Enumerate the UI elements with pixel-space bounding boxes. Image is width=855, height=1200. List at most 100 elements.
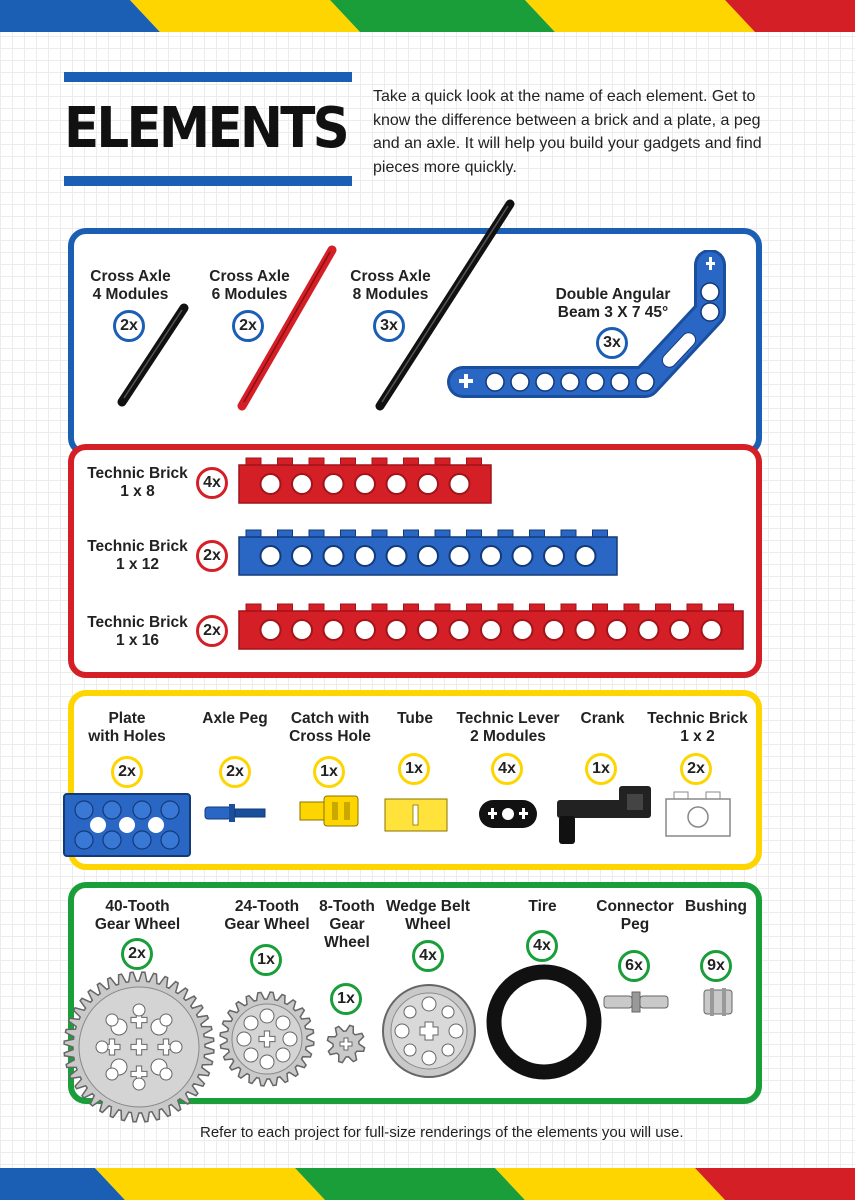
bushing-icon <box>703 988 733 1016</box>
brick-1x16-count: 2x <box>196 615 228 647</box>
lever-icon <box>479 800 537 828</box>
brick-hole <box>322 545 345 567</box>
bottom-color-band <box>0 1168 855 1200</box>
catch-label: Catch with Cross Hole <box>289 710 371 745</box>
axle-6-count: 2x <box>232 310 264 342</box>
plate-with-holes-icon <box>63 793 191 857</box>
brick-1x2-count: 2x <box>680 753 712 785</box>
gear-8-label: 8-Tooth Gear Wheel <box>319 898 375 951</box>
brick-hole <box>417 545 439 567</box>
brick-1x2-label: Technic Brick 1 x 2 <box>647 710 748 745</box>
brick-hole <box>669 619 691 641</box>
gear-24-label: 24-Tooth Gear Wheel <box>224 898 310 933</box>
brick-hole <box>480 619 502 641</box>
axle-peg-count: 2x <box>219 756 251 788</box>
technic-brick-1x8-icon <box>238 457 492 504</box>
lever-label: Technic Lever 2 Modules <box>456 710 560 745</box>
axle-4-label: Cross Axle 4 Modules <box>90 268 171 303</box>
tire-count: 4x <box>526 930 558 962</box>
brick-hole <box>385 545 408 567</box>
brick-hole <box>511 545 534 567</box>
brick-hole <box>700 619 723 641</box>
brick-1x2-icon <box>665 791 731 837</box>
axle-peg-label: Axle Peg <box>202 710 268 727</box>
brick-hole <box>291 619 313 641</box>
brick-hole <box>259 545 282 567</box>
brick-hole <box>448 473 471 495</box>
brick-hole <box>291 545 313 567</box>
title-rule-bottom <box>64 176 352 186</box>
brick-hole <box>417 619 439 641</box>
axle-8-count: 3x <box>373 310 405 342</box>
brick-hole <box>574 545 597 567</box>
crank-icon <box>557 786 651 844</box>
tire-label: Tire <box>528 898 557 915</box>
gear-8-count: 1x <box>330 983 362 1015</box>
wedge-belt-wheel-label: Wedge Belt Wheel <box>385 898 471 933</box>
brick-hole <box>511 619 534 641</box>
tube-label: Tube <box>397 710 433 727</box>
axle-peg-icon <box>204 804 266 822</box>
angular-beam-count: 3x <box>596 327 628 359</box>
brick-1x8-count: 4x <box>196 467 228 499</box>
bushing-label: Bushing <box>685 898 747 915</box>
crank-label: Crank <box>580 710 625 727</box>
technic-brick-1x12-icon <box>238 529 618 576</box>
brick-hole <box>259 619 282 641</box>
tire-icon <box>486 964 602 1080</box>
tube-count: 1x <box>398 753 430 785</box>
axle-4-count: 2x <box>113 310 145 342</box>
wedge-belt-wheel-icon <box>382 984 476 1078</box>
brick-hole <box>543 545 565 567</box>
brick-hole <box>354 619 376 641</box>
brick-hole <box>606 619 628 641</box>
title-rule-top <box>64 72 352 82</box>
gear-40-label: 40-Tooth Gear Wheel <box>94 898 181 933</box>
brick-hole <box>354 545 376 567</box>
brick-1x8-label: Technic Brick 1 x 8 <box>87 465 188 500</box>
black-axle-icon <box>117 303 189 407</box>
plate-label: Plate with Holes <box>88 710 166 745</box>
brick-hole <box>322 473 345 495</box>
gear-24-count: 1x <box>250 944 282 976</box>
connector-peg-count: 6x <box>618 950 650 982</box>
brick-1x16-label: Technic Brick 1 x 16 <box>87 614 188 649</box>
axle-8-label: Cross Axle 8 Modules <box>350 268 431 303</box>
brick-hole <box>385 473 408 495</box>
brick-hole <box>637 619 660 641</box>
brick-1x12-label: Technic Brick 1 x 12 <box>87 538 188 573</box>
lever-count: 4x <box>491 753 523 785</box>
brick-hole <box>543 619 565 641</box>
gear-24-icon <box>219 991 315 1087</box>
tube-icon <box>384 798 448 832</box>
connector-peg-icon <box>603 991 669 1013</box>
catch-count: 1x <box>313 756 345 788</box>
brick-hole <box>574 619 597 641</box>
brick-hole <box>259 473 282 495</box>
brick-hole <box>322 619 345 641</box>
angular-beam-icon <box>447 250 726 398</box>
brick-hole <box>291 473 313 495</box>
long-black-axle-icon <box>375 199 515 411</box>
brick-hole <box>448 545 471 567</box>
red-axle-icon <box>237 245 337 411</box>
axle-6-label: Cross Axle 6 Modules <box>209 268 290 303</box>
gear-8-icon <box>326 1024 366 1064</box>
technic-brick-1x16-icon <box>238 603 744 650</box>
brick-1x12-count: 2x <box>196 540 228 572</box>
brick-hole <box>417 473 439 495</box>
brick-hole <box>448 619 471 641</box>
brick-hole <box>480 545 502 567</box>
plate-count: 2x <box>111 756 143 788</box>
axles-panel <box>68 228 762 456</box>
brick-hole <box>354 473 376 495</box>
connector-peg-label: Connector Peg <box>596 898 674 933</box>
page-title: ELEMENTS <box>64 96 350 161</box>
bushing-count: 9x <box>700 950 732 982</box>
intro-text: Take a quick look at the name of each el… <box>373 88 762 176</box>
catch-icon <box>299 795 359 827</box>
top-color-band <box>0 0 855 32</box>
gear-40-icon <box>63 971 215 1123</box>
gear-40-count: 2x <box>121 938 153 970</box>
angular-beam-label: Double Angular Beam 3 X 7 45° <box>555 286 671 321</box>
